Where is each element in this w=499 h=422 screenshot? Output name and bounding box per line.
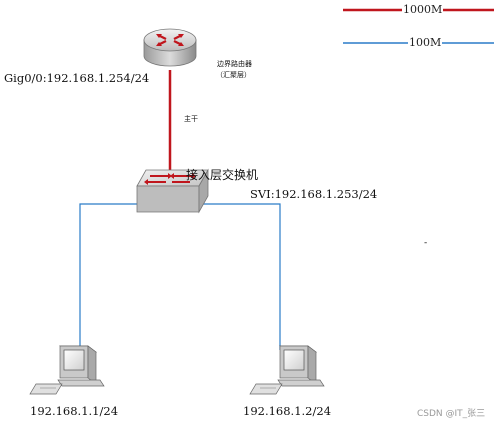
legend-1000m-label: 1000M xyxy=(402,3,444,16)
pc-icon-1 xyxy=(29,345,105,395)
pc1-ip: 192.168.1.1/24 xyxy=(30,404,119,418)
switch-svi-ip: SVI:192.168.1.253/24 xyxy=(250,187,378,201)
switch-icon xyxy=(136,168,209,214)
access-link-pc1 xyxy=(79,203,140,350)
legend-100m-label: 100M xyxy=(408,36,443,49)
watermark: CSDN @IT_张三 xyxy=(417,409,486,419)
access-link-pc2 xyxy=(200,203,281,350)
pc-icon-2 xyxy=(249,345,325,395)
pc2-ip: 192.168.1.2/24 xyxy=(243,404,332,418)
router-name: 边界路由器 xyxy=(217,60,252,68)
trunk-label: 主干 xyxy=(184,115,198,123)
switch-name: 接入层交换机 xyxy=(186,168,259,182)
router-icon xyxy=(143,28,197,67)
router-interface-ip: Gig0/0:192.168.1.254/24 xyxy=(4,71,150,85)
router-role: （汇聚层） xyxy=(216,71,251,79)
stray-mark: - xyxy=(424,238,428,248)
